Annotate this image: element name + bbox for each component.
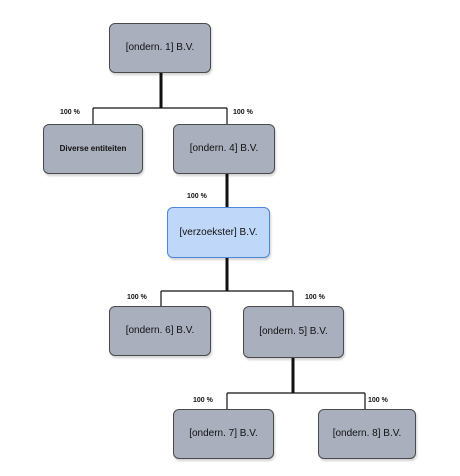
- node-ondern-8: [ondern. 8] B.V.: [318, 409, 416, 459]
- node-ondern-1: [ondern. 1] B.V.: [109, 23, 211, 73]
- pct-verzoekster-to-ondern5: 100 %: [305, 294, 325, 301]
- pct-ondern4-to-verzoekster: 100 %: [187, 193, 207, 200]
- node-ondern-7: [ondern. 7] B.V.: [173, 409, 274, 459]
- node-ondern-4: [ondern. 4] B.V.: [173, 124, 275, 174]
- node-ondern-5-label: [ondern. 5] B.V.: [259, 326, 328, 337]
- node-ondern-7-label: [ondern. 7] B.V.: [189, 428, 258, 439]
- node-ondern-1-label: [ondern. 1] B.V.: [125, 42, 195, 53]
- node-ondern-6-label: [ondern. 6] B.V.: [125, 325, 195, 336]
- pct-ondern5-to-ondern7: 100 %: [193, 397, 213, 404]
- pct-ondern1-to-ondern4: 100 %: [233, 109, 253, 116]
- node-verzoekster: [verzoekster] B.V.: [167, 207, 270, 258]
- node-ondern-6: [ondern. 6] B.V.: [109, 306, 211, 356]
- node-ondern-4-label: [ondern. 4] B.V.: [189, 143, 259, 154]
- node-diverse-entiteiten: Diverse entiteiten: [43, 124, 143, 174]
- node-diverse-entiteiten-label: Diverse entiteiten: [59, 144, 127, 154]
- node-verzoekster-label: [verzoekster] B.V.: [179, 226, 258, 238]
- pct-ondern1-to-diverse: 100 %: [60, 109, 80, 116]
- node-ondern-8-label: [ondern. 8] B.V.: [332, 428, 402, 439]
- pct-verzoekster-to-ondern6: 100 %: [127, 294, 147, 301]
- pct-ondern5-to-ondern8: 100 %: [368, 397, 388, 404]
- node-ondern-5: [ondern. 5] B.V.: [243, 306, 344, 358]
